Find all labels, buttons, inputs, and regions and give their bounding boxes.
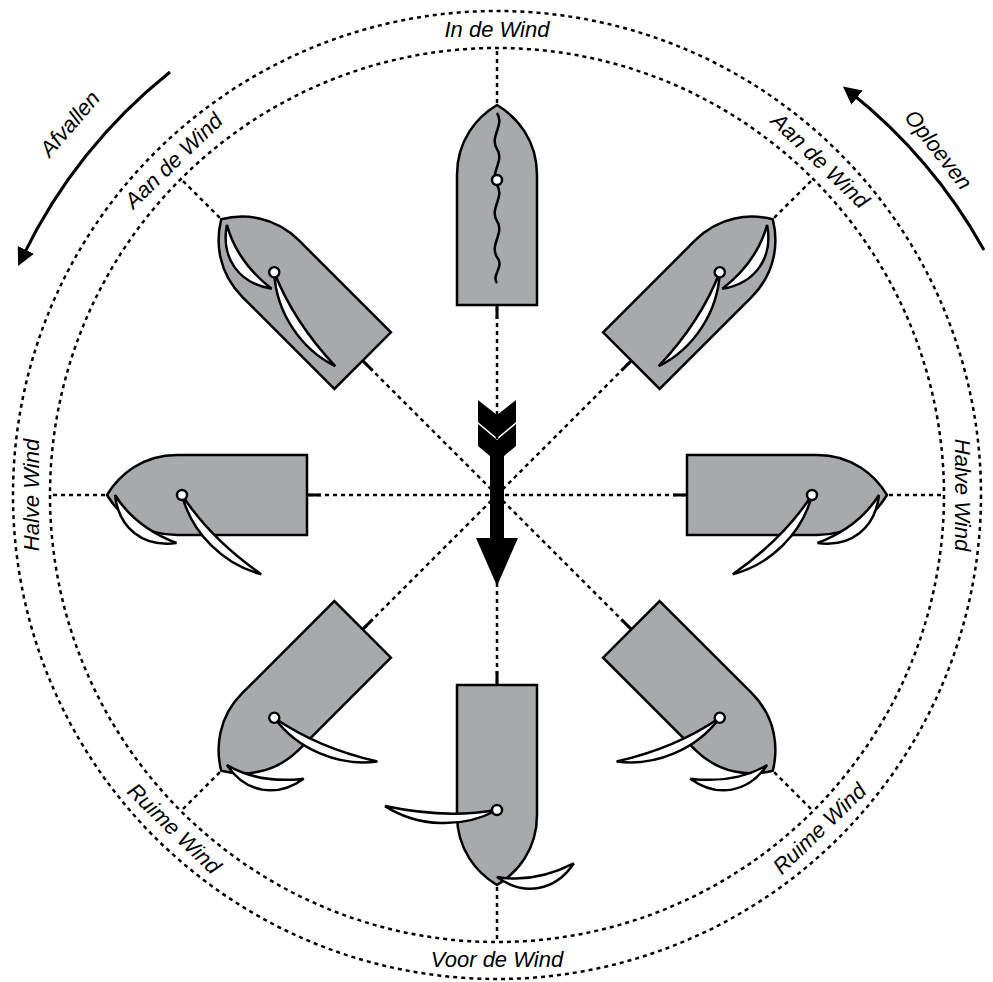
sailboat [544, 591, 806, 853]
bear-away-arrow [22, 72, 170, 258]
point-of-sail-label: Aan de Wind [767, 109, 873, 212]
inner-ring [50, 48, 944, 942]
outer-ring [13, 11, 981, 979]
point-of-sail-label: In de Wind [445, 19, 550, 41]
sailboat [385, 671, 577, 895]
point-of-sail-label: Halve Wind [951, 439, 973, 551]
sailboat [593, 191, 801, 399]
point-of-sail-label: Voor de Wind [431, 949, 563, 971]
radial-guide [181, 179, 497, 495]
sailboat [457, 105, 537, 319]
course-change-label: Afvallen [36, 87, 104, 161]
sailboat [104, 455, 321, 585]
wind-arrow [476, 400, 518, 586]
sailboat [673, 455, 890, 585]
radial-guide [181, 495, 497, 811]
point-of-sail-label: Ruime Wind [769, 780, 870, 879]
sailboat [193, 191, 401, 399]
luff-up-arrow [850, 92, 984, 250]
point-of-sail-label: Ruime Wind [123, 780, 224, 879]
point-of-sail-label: Halve Wind [21, 439, 43, 551]
radial-guide [497, 495, 813, 811]
radial-guide [497, 179, 813, 495]
sailboat [188, 591, 450, 853]
point-of-sail-label: Aan de Wind [121, 109, 227, 212]
